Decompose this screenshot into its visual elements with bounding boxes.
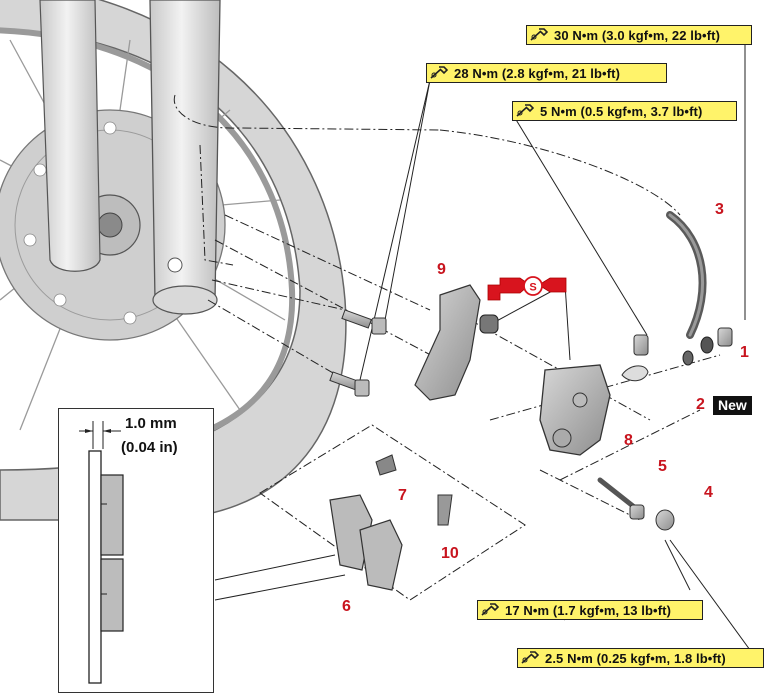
callout-2: 2	[696, 396, 705, 413]
grease-gun-icon	[487, 276, 567, 301]
callout-6: 6	[342, 598, 351, 615]
brake-caliper	[539, 364, 611, 456]
callout-10: 10	[441, 545, 459, 562]
callout-5: 5	[658, 458, 667, 475]
torque-label-28: 28 N•m (2.8 kgf•m, 21 lb•ft)	[426, 63, 667, 83]
measurement-in: (0.04 in)	[121, 439, 178, 456]
callout-1: 1	[740, 344, 749, 361]
pad-section-drawing	[79, 421, 124, 684]
callout-4: 4	[704, 484, 713, 501]
front-wheel	[0, 0, 347, 521]
callout-9: 9	[437, 261, 446, 278]
torque-wrench-icon	[430, 66, 448, 79]
bleed-screw	[621, 334, 649, 382]
union-bolt	[682, 327, 733, 366]
torque-label-17: 17 N•m (1.7 kgf•m, 13 lb•ft)	[477, 600, 703, 620]
torque-value: 30 N•m (3.0 kgf•m, 22 lb•ft)	[554, 27, 720, 43]
torque-value: 17 N•m (1.7 kgf•m, 13 lb•ft)	[505, 602, 671, 618]
grease-label: S	[529, 282, 536, 294]
callout-8: 8	[624, 432, 633, 449]
torque-label-2-5: 2.5 N•m (0.25 kgf•m, 1.8 lb•ft)	[517, 648, 764, 668]
torque-value: 28 N•m (2.8 kgf•m, 21 lb•ft)	[454, 65, 620, 81]
torque-wrench-icon	[516, 104, 534, 117]
new-badge: New	[713, 396, 752, 416]
torque-wrench-icon	[530, 28, 548, 41]
torque-label-30: 30 N•m (3.0 kgf•m, 22 lb•ft)	[526, 25, 752, 45]
caliper-bolts	[329, 309, 387, 397]
torque-wrench-icon	[521, 651, 539, 664]
torque-value: 5 N•m (0.5 kgf•m, 3.7 lb•ft)	[540, 103, 703, 119]
callout-3: 3	[715, 201, 724, 218]
measurement-mm: 1.0 mm	[125, 415, 177, 432]
pad-pin	[597, 477, 675, 531]
brake-pads	[329, 454, 453, 591]
torque-value: 2.5 N•m (0.25 kgf•m, 1.8 lb•ft)	[545, 650, 726, 666]
caliper-bracket	[414, 284, 499, 401]
torque-wrench-icon	[481, 603, 499, 616]
torque-label-5: 5 N•m (0.5 kgf•m, 3.7 lb•ft)	[512, 101, 737, 121]
pad-wear-inset: 1.0 mm (0.04 in)	[58, 408, 214, 693]
callout-7: 7	[398, 487, 407, 504]
